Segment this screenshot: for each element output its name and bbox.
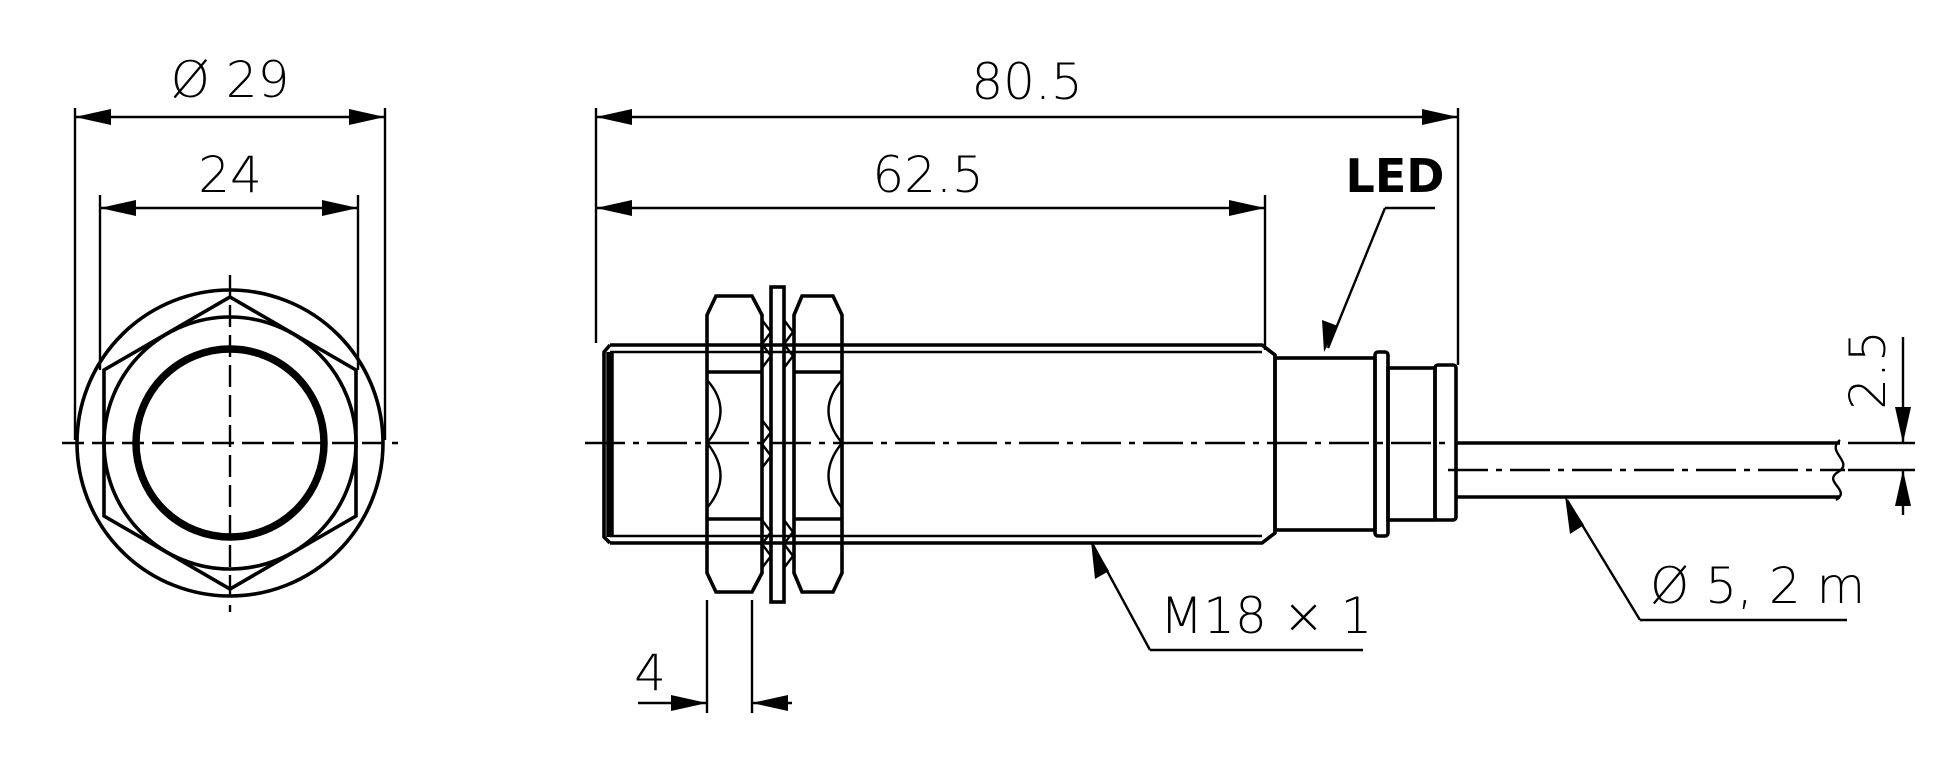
arrow-29-right bbox=[349, 109, 385, 125]
thread-arrow bbox=[1091, 541, 1109, 579]
arrow-2-5-top bbox=[1895, 407, 1911, 443]
arrow-29-left bbox=[75, 109, 111, 125]
washer-tooth-top bbox=[760, 319, 773, 369]
arrow-62-5-left bbox=[596, 200, 632, 216]
dim-label-2-5: 2.5 bbox=[1839, 330, 1897, 410]
arrow-4-left bbox=[671, 695, 707, 711]
arrow-4-right bbox=[752, 695, 788, 711]
arrow-24-left bbox=[100, 200, 136, 216]
lock-washer bbox=[769, 285, 786, 604]
dim-label-24: 24 bbox=[198, 146, 262, 204]
arrow-24-right bbox=[322, 200, 358, 216]
washer-tooth-bottom bbox=[760, 519, 773, 569]
led-leader-diag bbox=[1326, 207, 1387, 349]
arrow-2-5-bottom bbox=[1895, 470, 1911, 506]
side-view: 80.5 62.5 4 2.5 LED M18 × 1 bbox=[585, 53, 1915, 713]
cable-arrow bbox=[1565, 496, 1584, 534]
dim-label-80-5: 80.5 bbox=[971, 53, 1082, 111]
rear-collar-2 bbox=[1433, 363, 1458, 522]
led-label: LED bbox=[1346, 149, 1445, 203]
dim-label-62-5: 62.5 bbox=[872, 146, 983, 204]
cable-break bbox=[1831, 439, 1845, 502]
thread-label: M18 × 1 bbox=[1160, 587, 1372, 645]
led-arrow bbox=[1322, 320, 1338, 352]
cable-label: Ø 5, 2 m bbox=[1650, 557, 1865, 615]
sensing-face-end bbox=[602, 343, 612, 545]
front-view: Ø 29 24 bbox=[62, 51, 398, 612]
washer-tooth-right-bottom bbox=[782, 519, 795, 569]
hex-nut-2 bbox=[792, 294, 844, 594]
arrow-80-5-left bbox=[596, 109, 632, 125]
arrow-80-5-right bbox=[1422, 109, 1458, 125]
dim-label-29: Ø 29 bbox=[171, 51, 290, 109]
washer-tooth-right-top bbox=[782, 319, 795, 369]
hex-nut-1-chamfer bbox=[705, 379, 722, 509]
arrow-62-5-right bbox=[1229, 200, 1265, 216]
dim-label-4: 4 bbox=[634, 644, 666, 702]
hex-nut-1 bbox=[705, 294, 764, 594]
